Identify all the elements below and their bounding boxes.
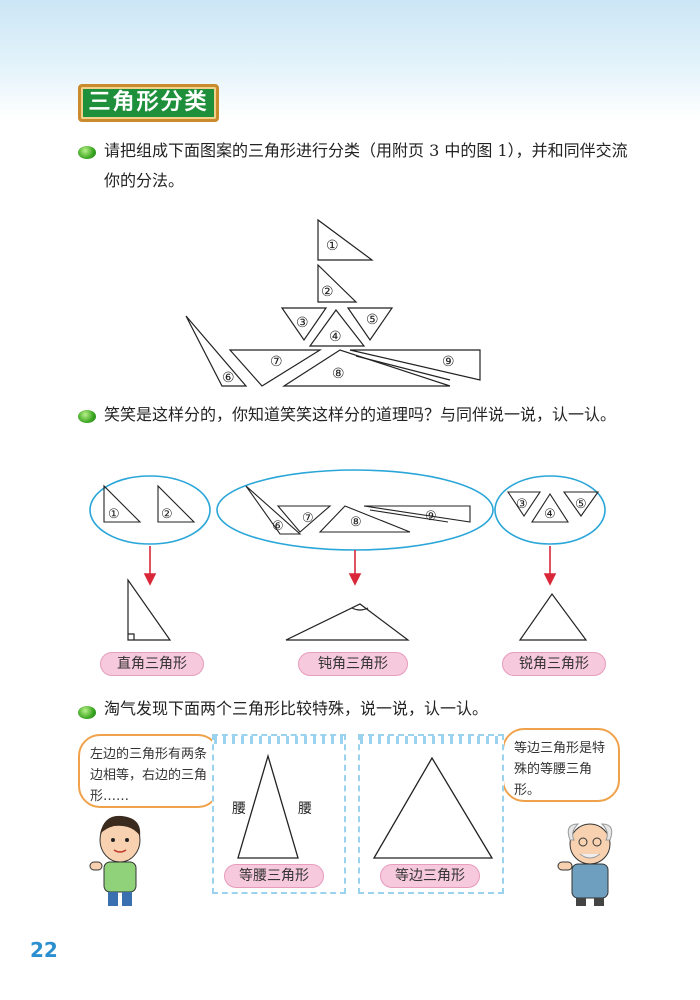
- bullet-icon: [78, 706, 96, 719]
- triangle-pattern-figure: ① ② ③ ④ ⑤ ⑥ ⑦ ⑧ ⑨: [185, 218, 481, 387]
- group-label-1: ①: [108, 507, 120, 522]
- right-triangle: [127, 578, 172, 641]
- group-label-4: ④: [544, 507, 556, 522]
- triangle-8: [281, 349, 451, 387]
- isosceles-label: 等腰三角形: [224, 864, 324, 888]
- triangle-6: [185, 315, 248, 387]
- triangle-5: [346, 307, 394, 342]
- group-label-5: ⑤: [575, 497, 587, 512]
- right-triangle-label: 直角三角形: [100, 652, 204, 676]
- label-3: ③: [296, 315, 309, 331]
- arrowhead-icon: [143, 573, 157, 586]
- group-label-2: ②: [161, 507, 173, 522]
- group-triangle-8: [318, 505, 411, 533]
- grandpa-character: [557, 823, 613, 906]
- label-2: ②: [321, 284, 334, 300]
- group-triangle-4: [530, 492, 570, 523]
- triangle-7: [228, 349, 323, 387]
- group-label-8: ⑧: [350, 515, 362, 530]
- isosceles-triangle: [237, 753, 299, 859]
- equilateral-label: 等边三角形: [380, 864, 480, 888]
- card-binding: [214, 736, 344, 744]
- obtuse-angle-mark: [351, 607, 369, 611]
- triangle-2: [317, 263, 358, 303]
- triangle-9: [349, 349, 481, 381]
- label-6: ⑥: [222, 370, 235, 386]
- triangle-3: [280, 307, 328, 342]
- group-label-6: ⑥: [272, 519, 284, 534]
- label-1: ①: [326, 238, 339, 254]
- group-label-9: ⑨: [425, 509, 437, 524]
- label-8: ⑧: [332, 366, 345, 382]
- equilateral-card: 等边三角形: [358, 734, 504, 894]
- label-5: ⑤: [366, 312, 379, 328]
- isosceles-leg-right: 腰: [298, 801, 312, 817]
- group-triangle-5: [562, 491, 600, 517]
- group-triangle-6: [245, 485, 302, 535]
- bullet-icon: [78, 410, 96, 423]
- group-ellipse-left: [89, 475, 211, 545]
- group-triangle-7: [276, 505, 332, 533]
- lesson-title: 三角形分类: [88, 90, 209, 115]
- isosceles-leg-left: 腰: [232, 801, 246, 817]
- isosceles-card: 腰 腰 等腰三角形: [212, 734, 346, 894]
- group-triangle-9-inner-line: [369, 509, 449, 523]
- triangle-9-inner-line: [355, 355, 451, 381]
- group-triangle-1: [103, 484, 142, 523]
- boy-character: [89, 815, 141, 906]
- triangle-4: [308, 308, 366, 347]
- acute-triangle-label: 锐角三角形: [502, 652, 606, 676]
- group-triangle-3: [506, 491, 542, 517]
- arrowhead-icon: [348, 573, 362, 586]
- grouping-figure: ① ② ⑥ ⑦ ⑧ ⑨ ③ ④ ⑤: [89, 469, 606, 641]
- section2-text: 笑笑是这样分的，你知道笑笑这样分的道理吗？与同伴说一说，认一认。: [104, 405, 617, 424]
- equilateral-triangle: [372, 756, 494, 859]
- group-ellipse-right: [494, 475, 606, 545]
- group-triangle-2: [157, 484, 196, 523]
- page-number: 22: [30, 938, 58, 962]
- card-binding: [360, 736, 502, 744]
- speech-bubble-right: 等边三角形是特殊的等腰三角形。: [502, 728, 620, 802]
- obtuse-triangle: [285, 603, 410, 641]
- acute-triangle: [518, 592, 588, 641]
- group-label-7: ⑦: [302, 511, 314, 526]
- equilateral-triangle-figure: [372, 756, 494, 859]
- group-label-3: ③: [516, 497, 528, 512]
- arrowhead-icon: [543, 573, 557, 586]
- label-7: ⑦: [270, 354, 283, 370]
- obtuse-triangle-label: 钝角三角形: [298, 652, 408, 676]
- isosceles-triangle-figure: [237, 753, 299, 859]
- label-9: ⑨: [442, 354, 455, 370]
- group-triangle-9: [363, 505, 471, 523]
- label-4: ④: [329, 329, 342, 345]
- triangle-1: [317, 218, 374, 261]
- right-angle-mark: [128, 633, 135, 640]
- speech-bubble-left: 左边的三角形有两条边相等，右边的三角形……: [78, 734, 220, 808]
- bullet-icon: [78, 146, 96, 159]
- lesson-title-box: 三角形分类: [78, 84, 219, 122]
- section3-text: 淘气发现下面两个三角形比较特殊，说一说，认一认。: [104, 699, 489, 718]
- section1-text: 请把组成下面图案的三角形进行分类（用附页 3 中的图 1），并和同伴交流你的分法…: [104, 141, 628, 190]
